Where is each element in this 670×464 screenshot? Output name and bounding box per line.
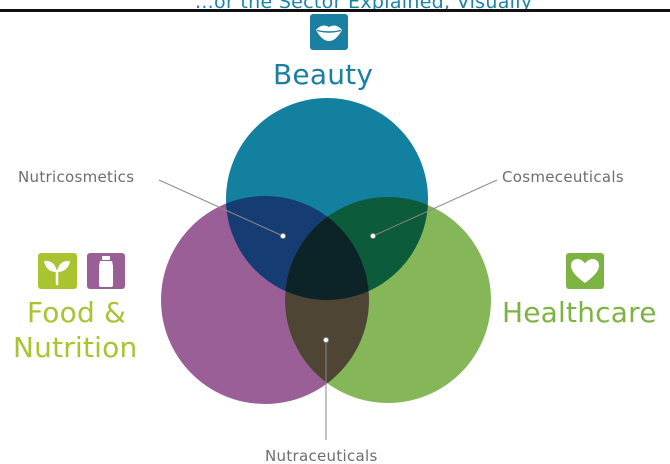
leader-dot-cosmeceuticals bbox=[370, 233, 376, 239]
intersection-label-cosmeceuticals: Cosmeceuticals bbox=[502, 168, 624, 186]
leader-nutricosmetics bbox=[158, 179, 284, 237]
top-divider bbox=[0, 9, 670, 12]
overlap-center bbox=[285, 197, 369, 300]
bottle-icon bbox=[87, 253, 125, 289]
set-label-beauty: Beauty bbox=[273, 58, 374, 91]
set-label-food-line1: Food & bbox=[27, 296, 127, 329]
heart-icon bbox=[566, 253, 604, 289]
leader-dot-nutricosmetics bbox=[280, 233, 286, 239]
set-label-food-line2: Nutrition bbox=[13, 331, 138, 364]
set-label-healthcare: Healthcare bbox=[502, 296, 657, 329]
sprout-icon bbox=[38, 253, 77, 289]
intersection-label-nutricosmetics: Nutricosmetics bbox=[18, 168, 135, 186]
leader-dot-nutraceuticals bbox=[323, 337, 329, 343]
lips-icon bbox=[310, 14, 348, 50]
intersection-label-nutraceuticals: Nutraceuticals bbox=[265, 447, 378, 464]
leader-cosmeceuticals bbox=[372, 179, 498, 237]
